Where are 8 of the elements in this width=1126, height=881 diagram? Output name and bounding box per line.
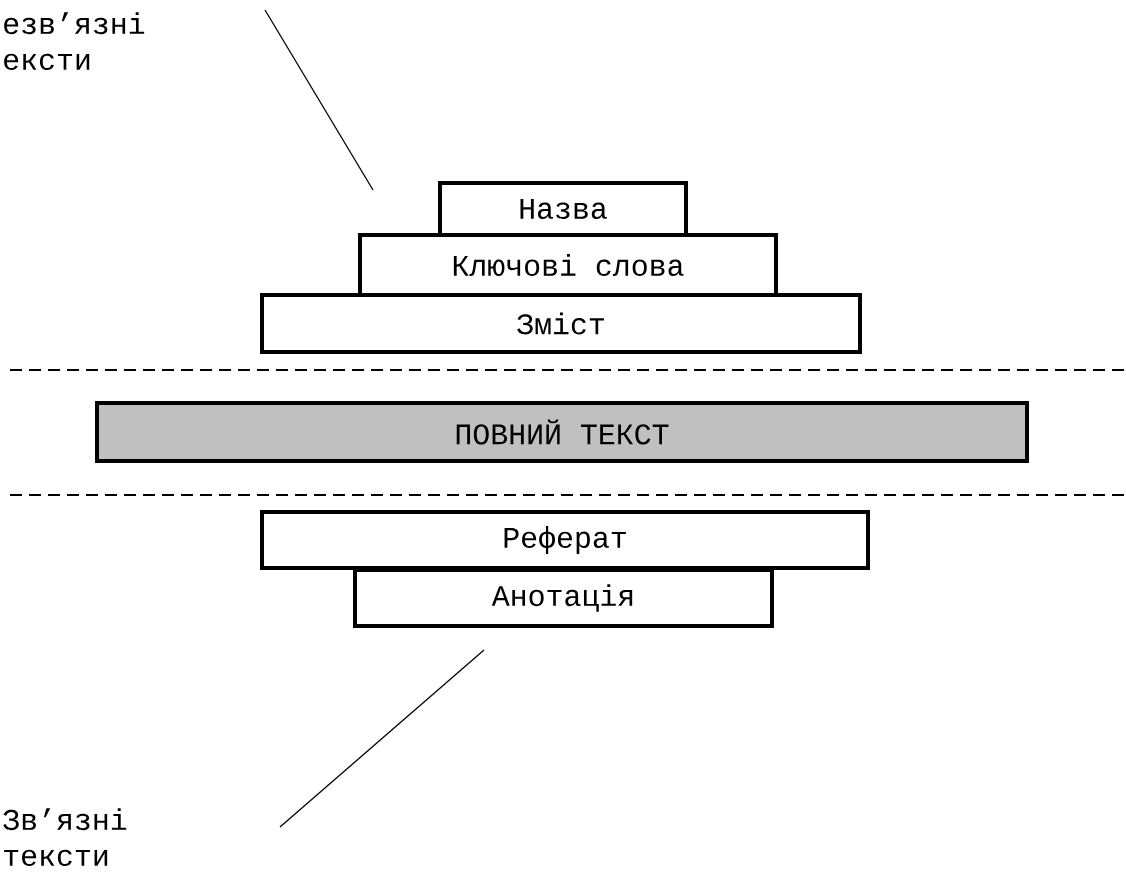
text-box: Зміст xyxy=(260,293,862,354)
text-box: Реферат xyxy=(260,510,870,570)
text-box: Назва xyxy=(438,181,688,237)
text-box: Ключові слова xyxy=(358,233,778,297)
side-label: езв’язні ексти xyxy=(4,12,145,70)
side-label: Зв’язні тексти xyxy=(3,808,127,866)
full-text-bar: ПОВНИЙ ТЕКСТ xyxy=(95,401,1029,463)
text-box: Анотація xyxy=(353,568,774,628)
